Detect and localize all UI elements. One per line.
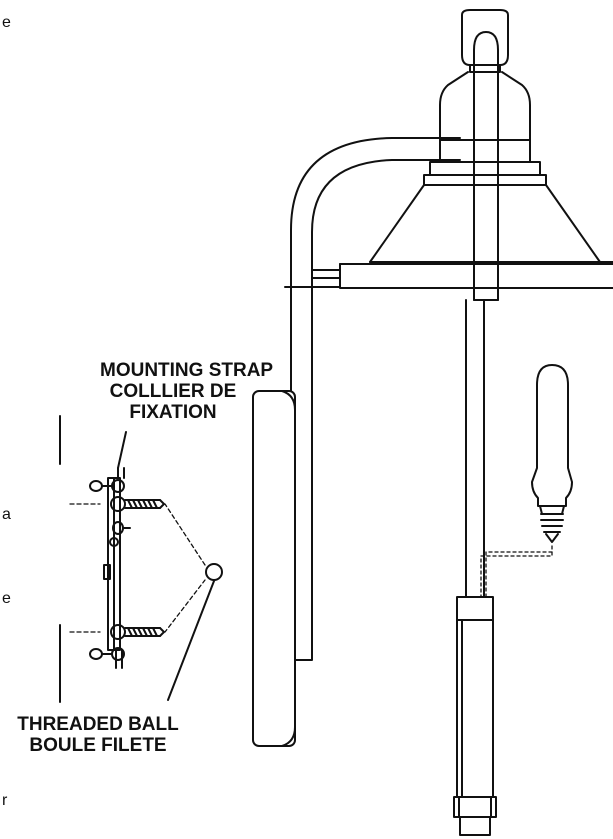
- strap-screws: [89, 479, 165, 661]
- threaded-ball-label: THREADED BALL BOULE FILETE: [8, 714, 188, 756]
- ball-label-line1: THREADED BALL: [17, 714, 179, 735]
- lamp-shade: [369, 184, 613, 263]
- leader-lines: [59, 415, 215, 703]
- socket-cluster: [453, 596, 497, 836]
- bulb-lead: [480, 545, 553, 598]
- strap-label-line3: FIXATION: [129, 402, 217, 423]
- top-plate: [284, 263, 613, 301]
- mounting-strap-label: MOUNTING STRAP COLLLIER DE FIXATION: [100, 360, 274, 423]
- edge-text-2: a: [2, 506, 11, 523]
- alignment-lines: [69, 503, 206, 633]
- lower-rod: [465, 299, 485, 598]
- strap-label-line2: COLLLIER DE: [109, 381, 237, 402]
- top-finial: [423, 9, 547, 186]
- light-bulb: [531, 364, 573, 543]
- threaded-ball: [205, 563, 223, 581]
- ball-label-line2: BOULE FILETE: [29, 735, 167, 756]
- edge-text-3: e: [2, 590, 11, 607]
- edge-text-4: r: [2, 792, 8, 809]
- wall-plate: [252, 390, 296, 747]
- edge-text-1: e: [2, 14, 11, 31]
- bracket-arm: [290, 137, 461, 661]
- strap-label-line1: MOUNTING STRAP: [100, 360, 274, 381]
